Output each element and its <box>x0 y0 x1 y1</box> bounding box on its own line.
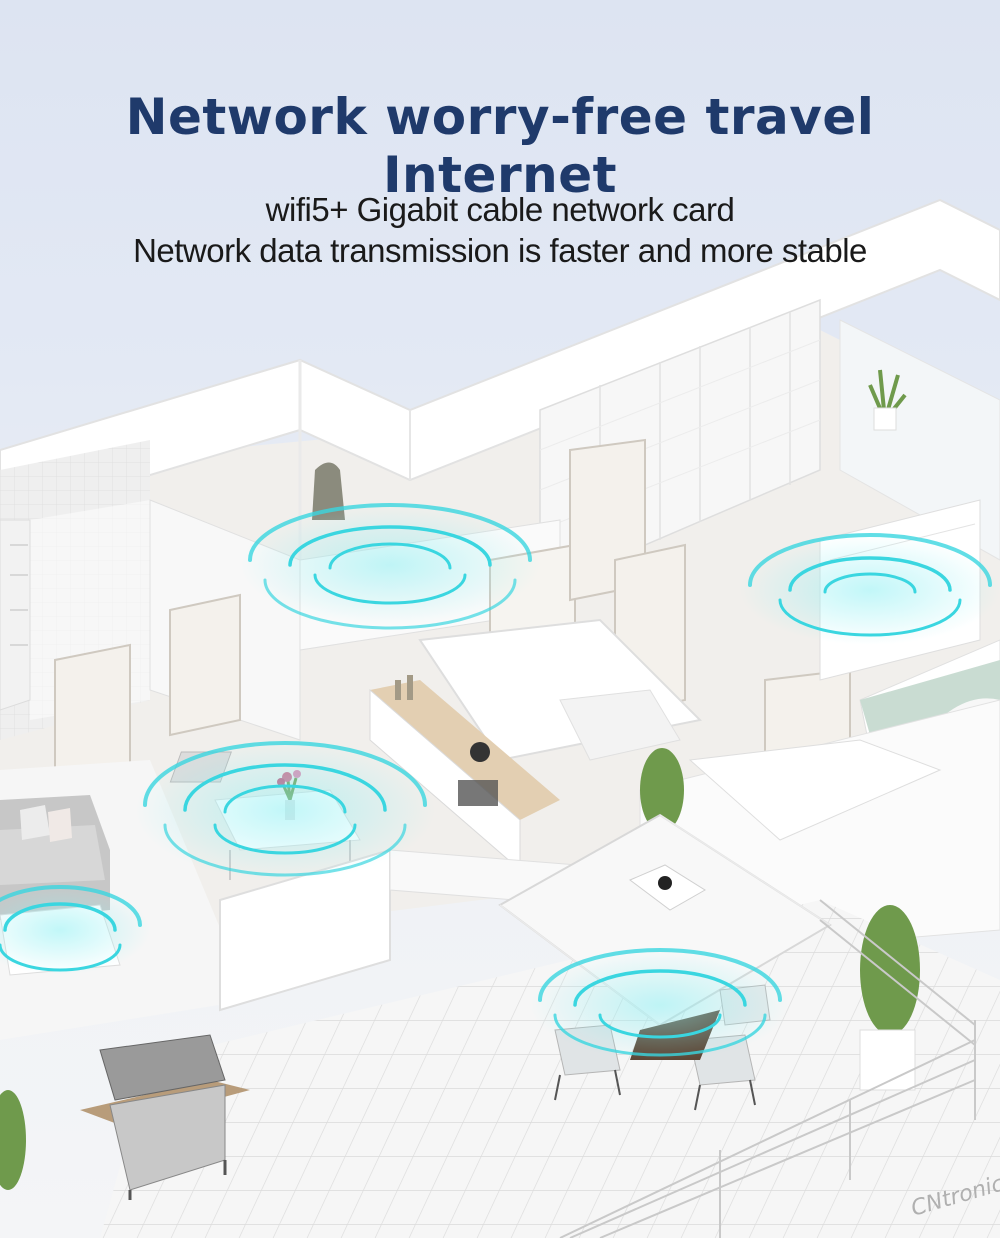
signal-bedroom-right <box>740 533 1000 645</box>
signal-bedroom-left <box>240 503 540 630</box>
subtitle-line-1: wifi5+ Gigabit cable network card <box>265 191 735 228</box>
plant-icon <box>868 369 907 431</box>
barbecue-grill <box>80 1034 250 1200</box>
signal-patio <box>530 948 790 1060</box>
brand-watermark-logo: CNtronic <box>902 1171 1000 1224</box>
wifi-signal-rings <box>0 503 1000 1060</box>
signal-living-room <box>0 885 150 975</box>
potted-tree <box>859 905 920 1091</box>
subtitle-line-2: Network data transmission is faster and … <box>133 232 867 269</box>
railing <box>559 899 976 1238</box>
plant-icon <box>0 1090 26 1190</box>
signal-dining <box>135 740 435 880</box>
page-title: Network worry-free travel Internet <box>125 88 875 204</box>
coat-hanger <box>312 462 345 520</box>
